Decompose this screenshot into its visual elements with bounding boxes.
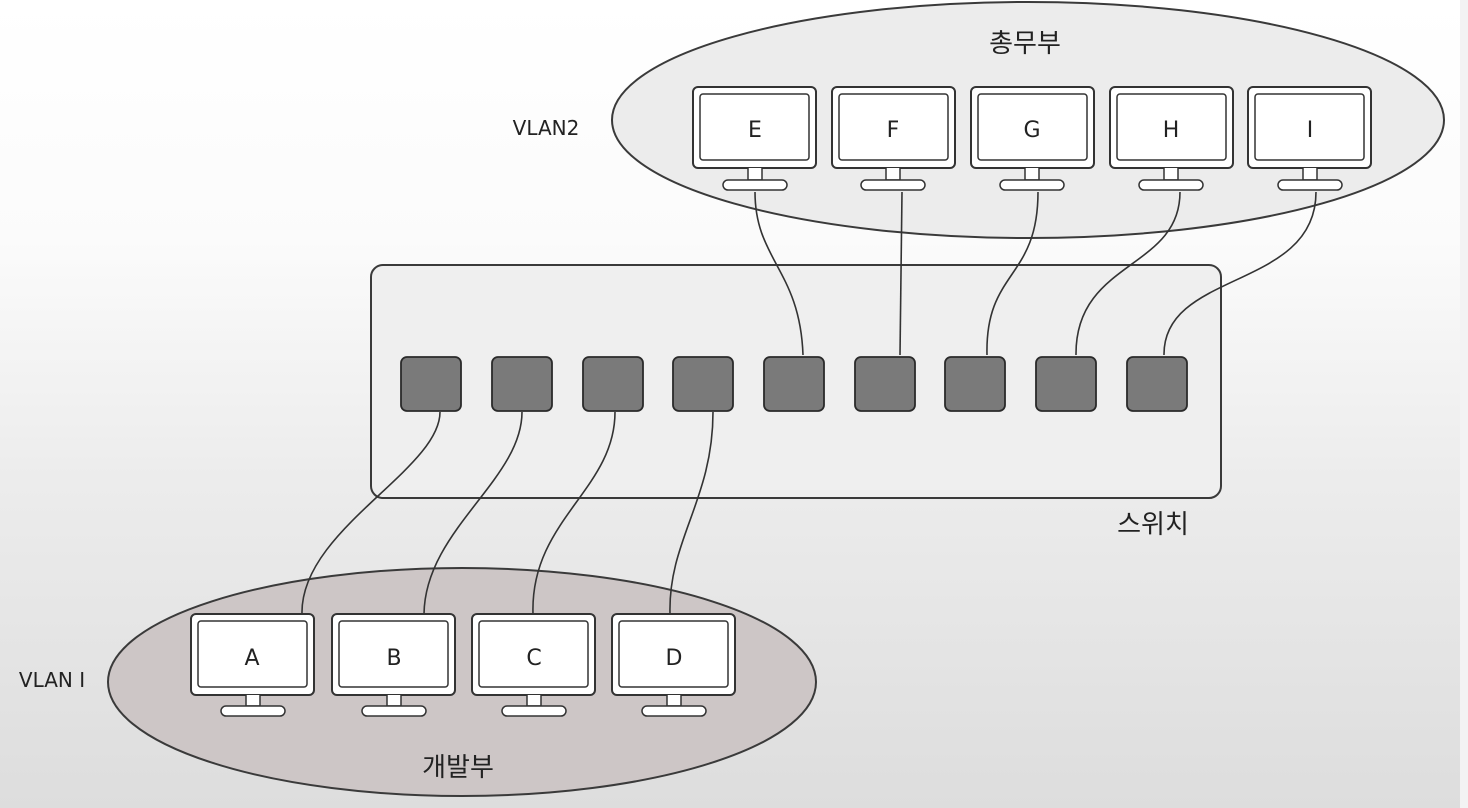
switch-label: 스위치: [1117, 510, 1189, 540]
port-3: [582, 356, 644, 412]
right-edge-strip: [1460, 0, 1468, 808]
monitor-label-h: H: [1163, 118, 1180, 143]
monitor-label-g: G: [1023, 118, 1040, 143]
port-7: [944, 356, 1006, 412]
monitor-label-d: D: [666, 646, 683, 671]
monitor-i: I: [1247, 86, 1372, 191]
monitor-b: B: [331, 613, 456, 717]
port-6: [854, 356, 916, 412]
monitor-label-e: E: [748, 118, 762, 143]
switch-ports: [400, 356, 1188, 412]
monitor-g: G: [970, 86, 1095, 191]
cable-group: [301, 191, 1317, 615]
port-4: [672, 356, 734, 412]
cable-d: [669, 411, 714, 615]
monitor-f: F: [831, 86, 956, 191]
monitor-label-c: C: [526, 646, 541, 671]
port-5: [763, 356, 825, 412]
cable-i: [1163, 191, 1317, 356]
monitor-d: D: [611, 613, 736, 717]
monitor-label-f: F: [887, 118, 900, 143]
dept-label-development: 개발부: [422, 753, 494, 783]
monitor-h: H: [1109, 86, 1234, 191]
monitor-label-b: B: [386, 646, 401, 671]
monitor-c: C: [471, 613, 596, 717]
cable-h: [1075, 191, 1181, 356]
port-2: [491, 356, 553, 412]
vlan2-label: VLAN2: [513, 116, 580, 140]
port-9: [1126, 356, 1188, 412]
monitor-e: E: [692, 86, 817, 191]
cable-g: [986, 191, 1039, 356]
cable-f: [899, 191, 903, 356]
port-1: [400, 356, 462, 412]
cable-e: [754, 191, 804, 356]
monitor-label-a: A: [244, 646, 259, 671]
dept-label-general-affairs: 총무부: [989, 29, 1061, 59]
cable-c: [532, 411, 616, 615]
monitor-label-i: I: [1307, 118, 1314, 143]
port-8: [1035, 356, 1097, 412]
monitor-a: A: [190, 613, 315, 717]
cable-b: [423, 411, 523, 615]
cable-a: [301, 411, 441, 615]
vlan1-label: VLAN I: [19, 668, 85, 692]
